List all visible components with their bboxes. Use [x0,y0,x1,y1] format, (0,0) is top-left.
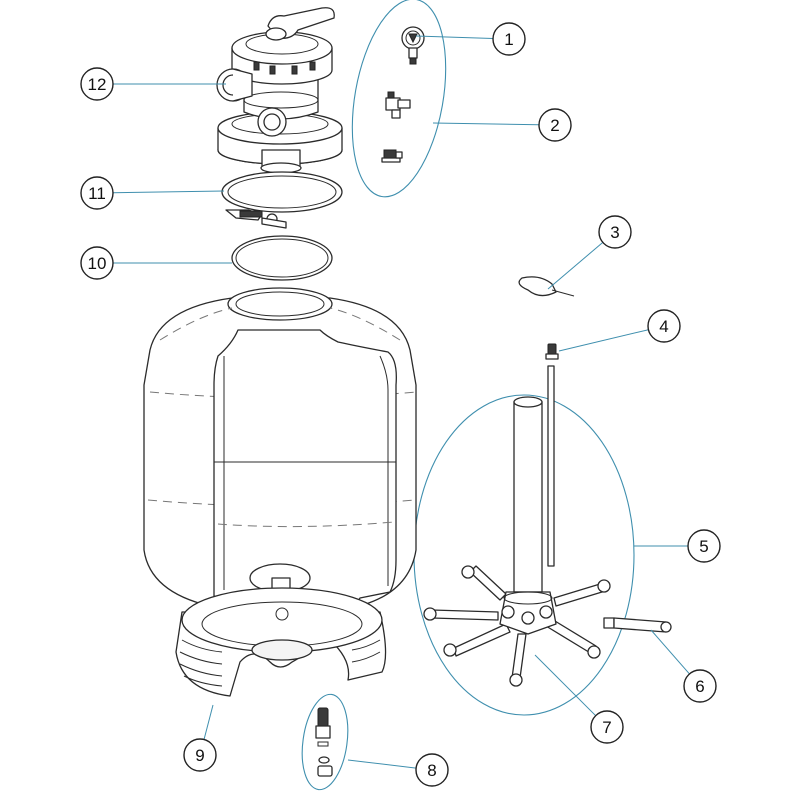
callout-bubble-2 [538,108,572,142]
callout-number-2: 2 [550,116,559,135]
callout-number-1: 1 [504,30,513,49]
callout-1: 1 [415,22,526,56]
callout-bubble-7 [590,710,624,744]
callout-3: 3 [547,215,632,290]
drain-plug-group [315,707,333,777]
cable-tie [518,276,575,297]
pressure-gauge [401,26,425,65]
leader-line-1 [415,35,494,39]
callout-number-11: 11 [88,184,106,203]
drain-group-ellipse [301,693,349,791]
callout-2: 2 [432,108,572,142]
leader-line-7 [534,654,597,717]
leader-line-9 [203,704,214,740]
callout-bubble-11 [80,176,114,210]
callout-bubble-1 [492,22,526,56]
callout-10: 10 [80,246,232,280]
spare-lateral [603,617,672,633]
callout-bubble-5 [687,529,721,563]
air-relief-valve [545,343,559,360]
callout-bubble-3 [598,215,632,249]
callout-5: 5 [634,529,721,563]
callout-7: 7 [534,654,624,744]
callout-number-10: 10 [88,254,107,273]
callout-bubble-4 [647,309,681,343]
callout-number-12: 12 [88,75,107,94]
o-ring [231,235,333,281]
leader-line-6 [650,629,690,675]
leader-line-11 [112,190,225,194]
leader-line-3 [547,241,604,290]
callout-bubble-9 [183,738,217,772]
valve-clamp [221,171,343,229]
callout-8: 8 [347,753,449,787]
callout-bubble-10 [80,246,114,280]
callout-number-4: 4 [659,317,668,336]
leader-line-4 [558,329,649,352]
callout-number-6: 6 [695,677,704,696]
callout-number-7: 7 [602,718,611,737]
callout-4: 4 [558,309,681,352]
callout-bubble-6 [683,669,717,703]
lateral-arms [423,565,611,687]
callout-bubble-12 [80,67,114,101]
callout-number-8: 8 [427,761,436,780]
gauge-adapter [381,149,403,163]
callout-12: 12 [80,67,226,101]
lateral-manifold [423,365,611,687]
callout-number-9: 9 [195,746,204,765]
leader-line-2 [432,122,540,126]
callout-6: 6 [650,629,717,703]
gauge-fitting [385,91,411,119]
callout-number-3: 3 [610,223,619,242]
gauge-group-ellipse [351,0,447,198]
callout-9: 9 [183,704,217,772]
callout-bubble-8 [415,753,449,787]
tank-base [175,587,387,697]
filter-tank [143,287,417,615]
callout-number-5: 5 [699,537,708,556]
leader-line-8 [347,759,417,769]
callout-11: 11 [80,176,225,210]
multiport-valve [216,7,343,174]
